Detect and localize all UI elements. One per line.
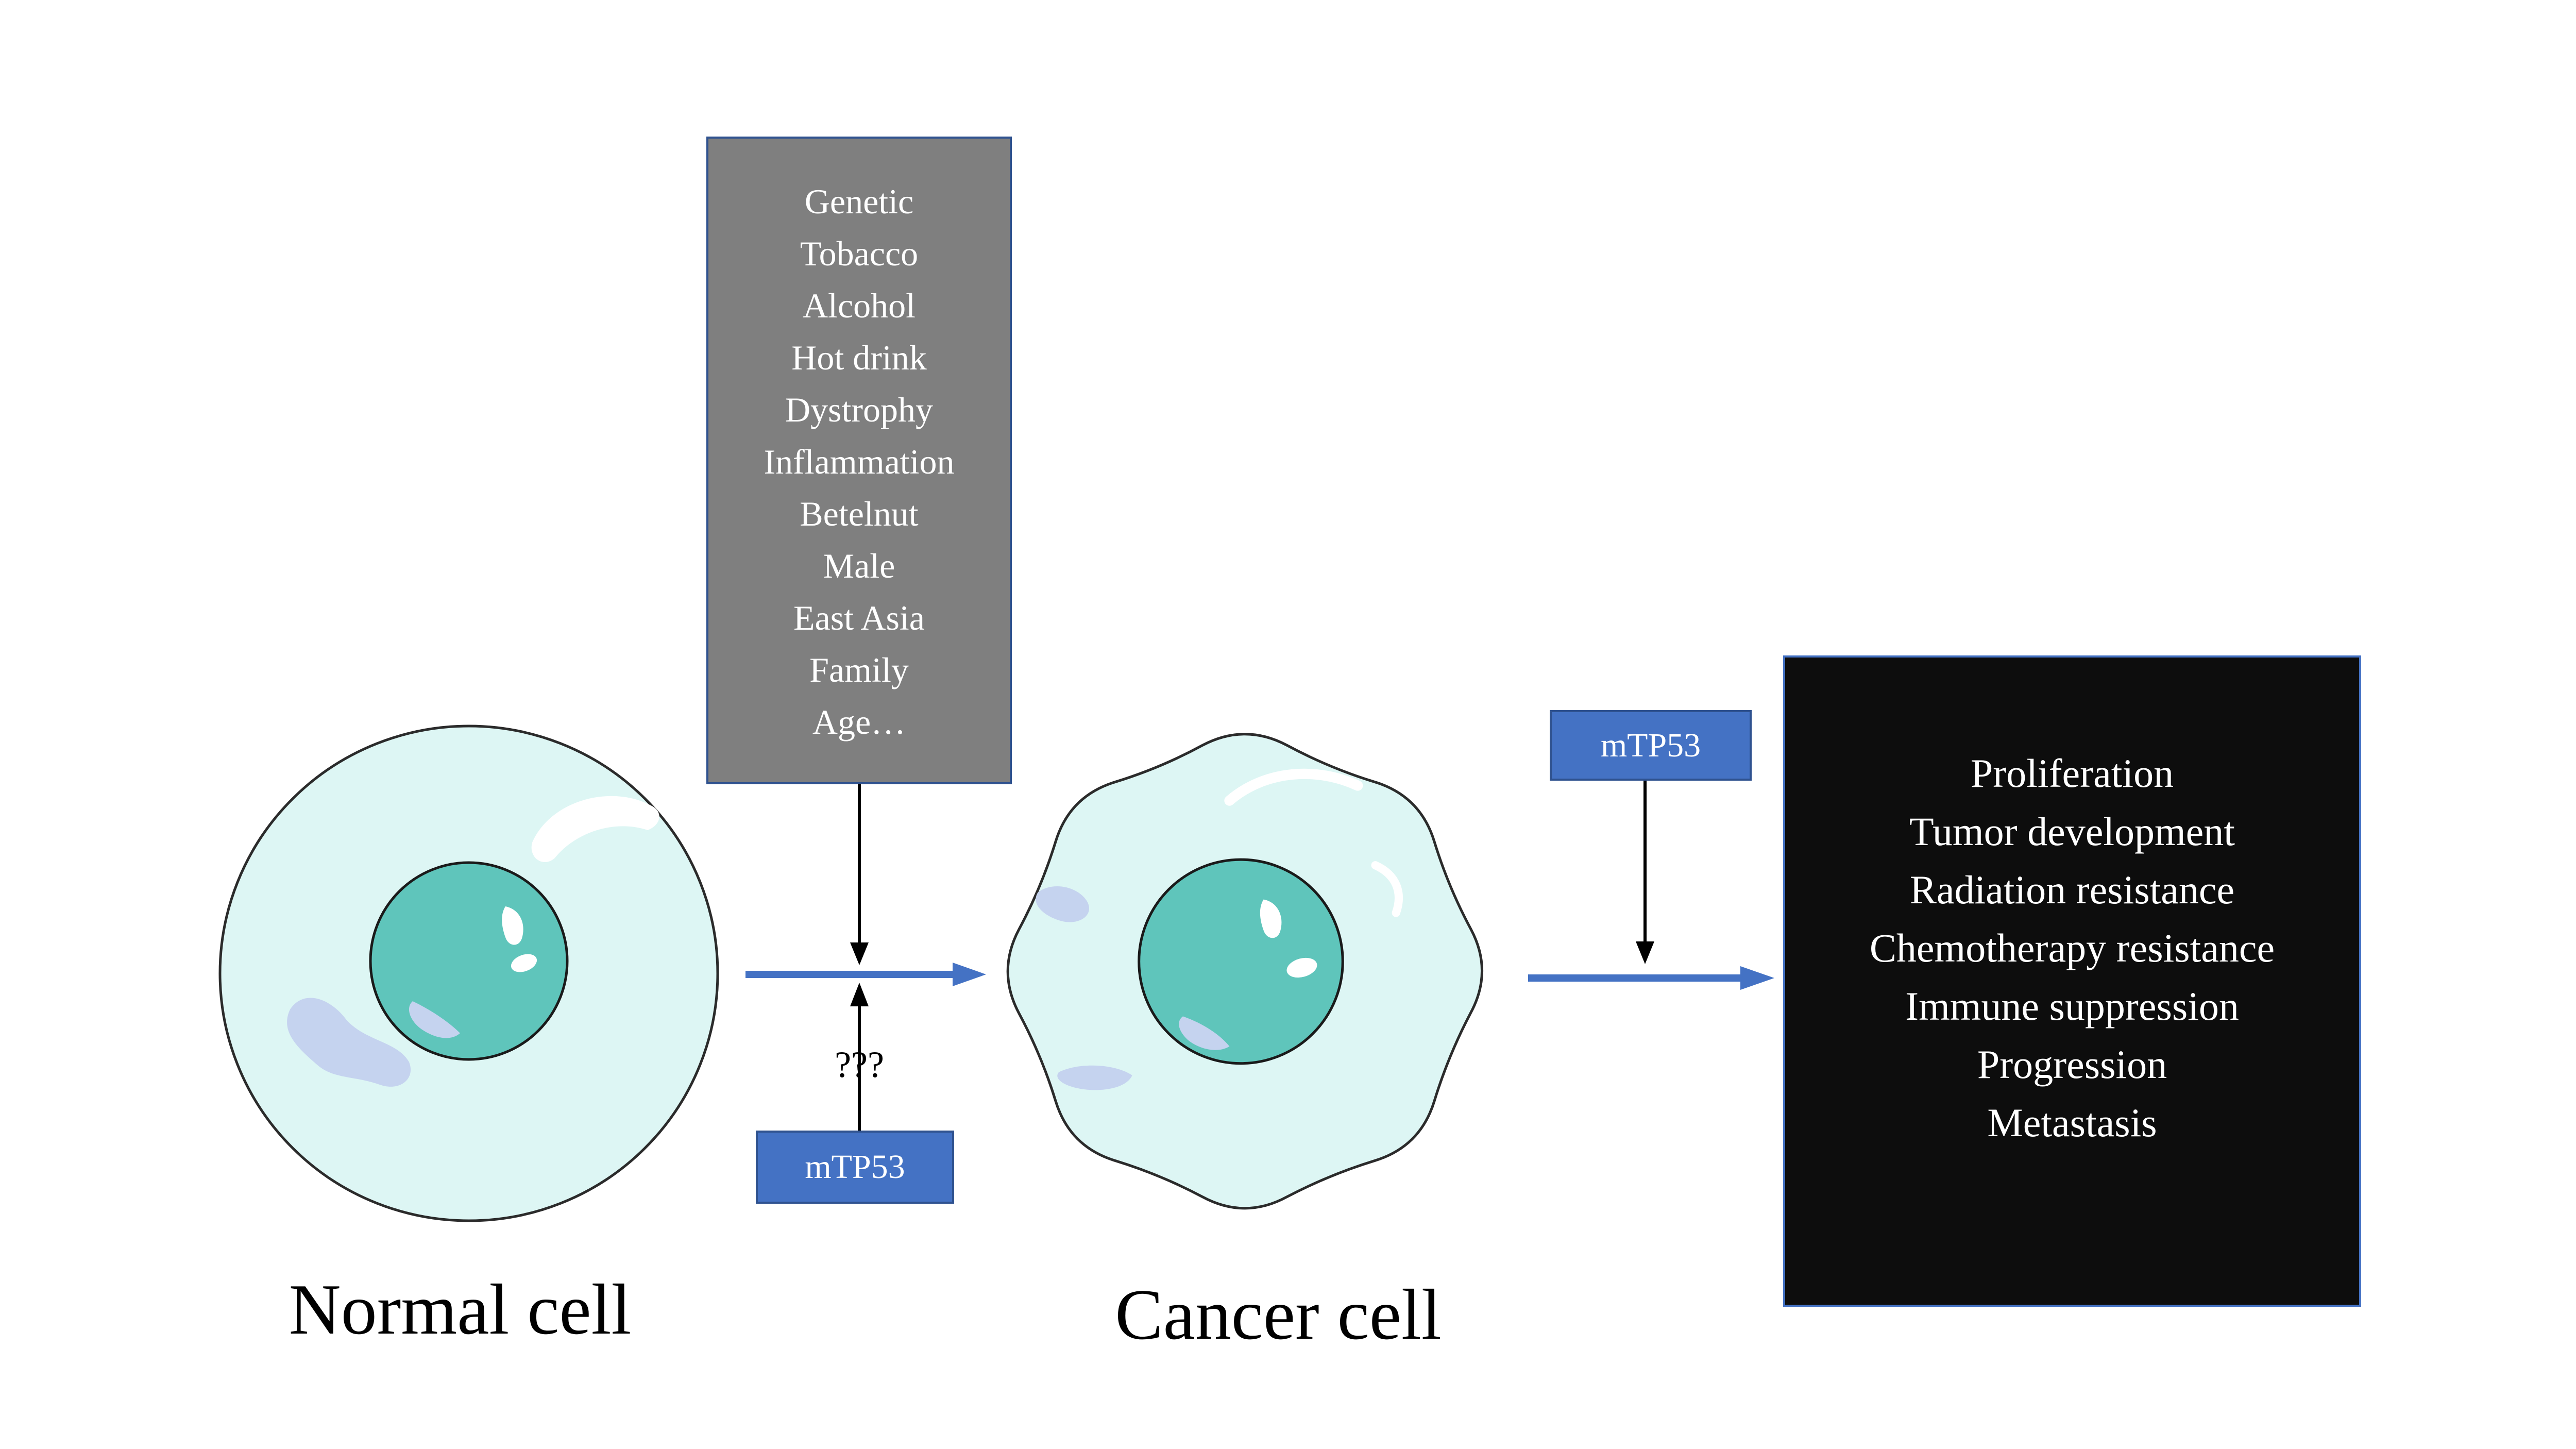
arrow-mtp53-down — [1636, 781, 1654, 964]
risk-factor-item: Age… — [812, 702, 906, 742]
nucleus-streak — [1179, 1016, 1230, 1050]
cell-highlight — [1224, 768, 1363, 806]
arrow-mtp53-up — [850, 983, 869, 1131]
normal-cell-illustration — [218, 724, 719, 1222]
risk-factor-item: Inflammation — [764, 442, 955, 481]
outcome-item: Tumor development — [1909, 809, 2235, 854]
normal-cell-label: Normal cell — [289, 1270, 632, 1350]
nucleus-highlight — [1260, 899, 1282, 938]
normal-cell-nucleus — [369, 861, 569, 1061]
outcome-item: Immune suppression — [1905, 984, 2239, 1029]
risk-factor-item: Dystrophy — [785, 390, 934, 429]
nucleus-highlight — [1286, 957, 1317, 978]
outcome-item: Chemotherapy resistance — [1869, 925, 2275, 970]
risk-factor-item: Male — [823, 546, 895, 585]
risk-factor-item: Genetic — [804, 182, 914, 221]
cell-highlight — [531, 796, 659, 863]
risk-factor-item: East Asia — [793, 598, 925, 637]
arrow-cancer-to-outcomes — [1528, 966, 1774, 990]
nucleus-highlight — [502, 906, 523, 945]
outcome-item: Proliferation — [1970, 751, 2174, 796]
organelle-blob — [1057, 1065, 1132, 1090]
outcome-item: Progression — [1977, 1042, 2167, 1087]
risk-factor-item: Betelnut — [800, 494, 919, 533]
outcomes-box: Proliferation Tumor development Radiatio… — [1783, 655, 2361, 1307]
mtp53-label: mTP53 — [805, 1148, 905, 1186]
nucleus-streak — [409, 1001, 460, 1038]
organelle-blob — [1036, 886, 1090, 922]
mtp53-label: mTP53 — [1600, 726, 1701, 764]
nucleus-highlight — [511, 954, 537, 972]
arrow-normal-to-cancer — [745, 963, 986, 986]
organelle-blob — [287, 998, 411, 1087]
mtp53-box-2: mTP53 — [1550, 710, 1752, 781]
risk-factors-box: Genetic Tobacco Alcohol Hot drink Dystro… — [706, 137, 1012, 784]
cell-highlight — [1371, 861, 1403, 917]
outcome-item: Metastasis — [1987, 1100, 2157, 1145]
cancer-cell-label: Cancer cell — [1115, 1275, 1442, 1355]
arrow-riskfactors-down — [850, 784, 869, 965]
risk-factor-item: Family — [809, 650, 909, 689]
cancer-cell-illustration — [1006, 733, 1484, 1210]
cancer-cell-nucleus — [1138, 858, 1344, 1065]
mtp53-box-1: mTP53 — [756, 1131, 954, 1204]
risk-factor-item: Tobacco — [800, 234, 919, 273]
outcome-item: Radiation resistance — [1909, 867, 2235, 912]
risk-factor-item: Hot drink — [791, 338, 927, 377]
risk-factor-item: Alcohol — [802, 286, 916, 325]
